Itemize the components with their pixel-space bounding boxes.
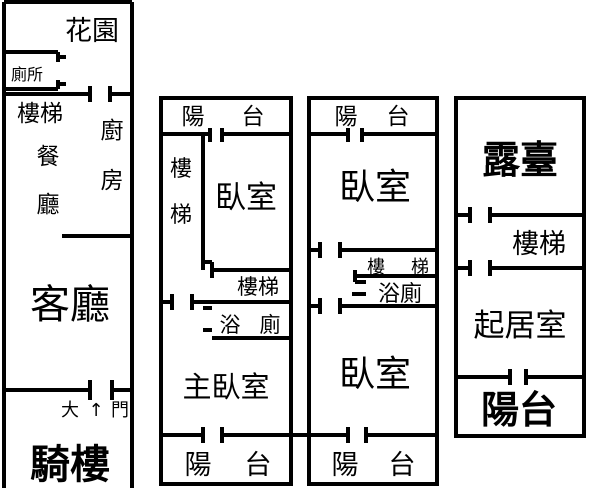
room-family-room-label: 起居室 bbox=[474, 308, 567, 344]
room-stairs-label-2: 梯 bbox=[411, 257, 429, 278]
room-arcade-label: 騎樓 bbox=[30, 442, 110, 488]
room-toilet-label: 廁所 bbox=[11, 65, 43, 84]
room-bedroom-bottom-label: 臥室 bbox=[339, 354, 411, 395]
room-balcony-bottom-label-2: 台 bbox=[245, 450, 272, 481]
floor-2-door-jambs bbox=[170, 128, 224, 443]
floor-4-plan: 露臺 樓梯 起居室 陽台 bbox=[454, 96, 586, 438]
room-stairs-label: 樓梯 bbox=[17, 101, 63, 127]
room-balcony-top-label-2: 台 bbox=[387, 104, 410, 130]
room-kitchen-label-2: 房 bbox=[101, 168, 124, 194]
room-living-label: 客廳 bbox=[30, 282, 110, 328]
room-balcony-label: 陽台 bbox=[481, 388, 557, 432]
room-bedroom-top-label: 臥室 bbox=[339, 167, 411, 208]
floor-2-plan: 陽 台 樓 梯 臥室 樓梯 浴 廁 主臥室 陽 台 bbox=[159, 96, 293, 486]
stairs-vertical-label-1: 樓 bbox=[170, 157, 192, 182]
floor-2-walls bbox=[159, 96, 293, 486]
floor-3-door-jambs bbox=[318, 128, 368, 443]
room-bath-label-2: 廁 bbox=[260, 313, 281, 337]
main-door-arrow-icon: ↑ bbox=[88, 400, 103, 421]
room-dining-label-1: 餐 bbox=[37, 144, 60, 170]
floor-4-door-jambs bbox=[468, 207, 528, 385]
floor-3-plan: 陽 台 臥室 樓 梯 浴廁 臥室 陽 台 bbox=[307, 96, 439, 486]
room-balcony-top-label-2: 台 bbox=[242, 104, 265, 130]
room-stairs-label: 樓梯 bbox=[512, 229, 566, 260]
main-door-label-1: 大 bbox=[61, 400, 79, 421]
room-garden-label: 花園 bbox=[65, 16, 119, 47]
floor-1-door-jambs bbox=[58, 55, 114, 400]
room-dining-label-2: 廳 bbox=[37, 192, 60, 218]
room-balcony-bottom-label-1: 陽 bbox=[332, 450, 359, 481]
floor-1-walls bbox=[2, 0, 134, 488]
main-door-label-2: 門 bbox=[111, 400, 129, 421]
room-stairs-label: 樓梯 bbox=[237, 275, 279, 299]
room-master-bedroom-label: 主臥室 bbox=[182, 370, 269, 404]
room-balcony-top-label-1: 陽 bbox=[335, 104, 358, 130]
room-kitchen-label-1: 廚 bbox=[101, 118, 124, 144]
room-balcony-top-label-1: 陽 bbox=[182, 104, 205, 130]
floor-3-walls bbox=[307, 96, 439, 486]
room-balcony-bottom-label-1: 陽 bbox=[185, 450, 212, 481]
stairs-vertical-label-2: 梯 bbox=[170, 203, 192, 228]
room-balcony-bottom-label-2: 台 bbox=[389, 450, 416, 481]
room-terrace-label: 露臺 bbox=[482, 138, 558, 182]
room-stairs-label-1: 樓 bbox=[367, 257, 385, 278]
room-bedroom-label: 臥室 bbox=[215, 180, 277, 216]
room-bath-label-1: 浴 bbox=[220, 313, 241, 337]
room-bath-label: 浴廁 bbox=[378, 282, 422, 307]
floor-1-plan: 花園 廁所 樓梯 餐 廳 廚 房 客廳 大 ↑ 門 騎樓 bbox=[2, 0, 134, 488]
floor-4-walls bbox=[454, 96, 586, 438]
